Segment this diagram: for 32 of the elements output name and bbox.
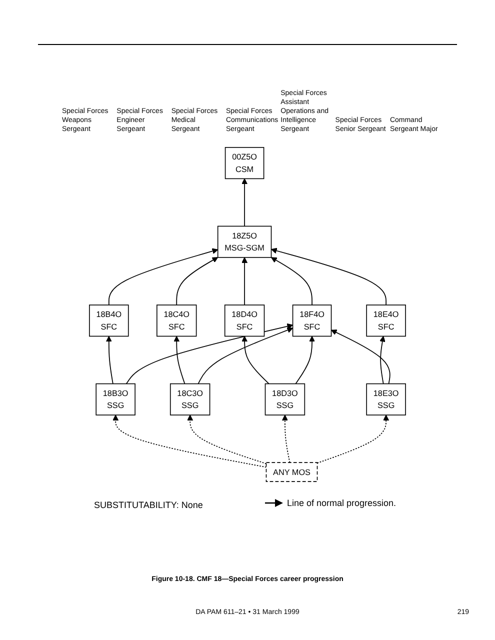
arrow [242,178,248,227]
arrow [106,336,114,384]
arrow [242,257,248,306]
position-box: 18B3O SSG [96,383,136,416]
position-box: 18E3O SSG [366,383,406,416]
dashed-arrow [316,414,390,464]
arrow [380,336,386,384]
position-box: 18C4O SFC [156,304,197,337]
entry-box: ANY MOS [266,462,318,482]
dashed-arrow [187,414,267,464]
position-box: 18Z5O MSG-SGM [217,226,272,258]
legend-text: Line of normal progression. [287,498,396,508]
position-box: 18B4O SFC [89,304,129,337]
arrow [295,336,316,384]
dashed-arrow [112,414,267,468]
arrow [174,336,186,384]
note-text: SUBSTITUTABILITY: None [94,500,203,510]
arrow [271,257,312,306]
position-box: 00Z5O CSM [224,147,264,180]
position-box: 18C3O SSG [170,383,210,416]
arrow [126,323,294,384]
position-box: 18F4O SFC [292,304,332,337]
position-box: 18E4O SFC [366,304,406,337]
arrow [108,248,218,306]
dashed-arrow [282,414,290,463]
arrow [242,336,270,384]
arrow [176,257,218,306]
position-box: 18D3O SSG [264,383,306,416]
arrow [198,327,294,384]
position-box: 18D4O SFC [224,304,265,337]
arrow [271,248,387,306]
arrow [331,330,390,384]
